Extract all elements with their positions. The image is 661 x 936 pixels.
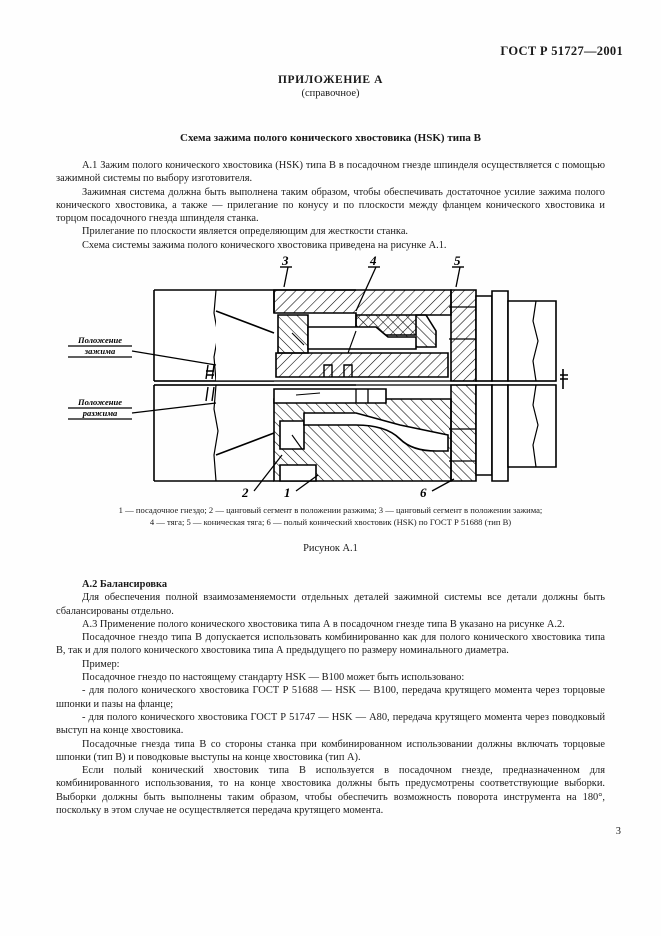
paragraph: А.3 Применение полого конического хвосто… <box>82 618 565 630</box>
callout-4: 4 <box>369 253 377 268</box>
paragraph: Посадочное гнездо типа В допускается исп… <box>56 632 605 657</box>
page-number: 3 <box>615 826 621 837</box>
paragraph: Прилегание по плоскости является определ… <box>82 226 409 238</box>
paragraph: Пример: <box>82 658 120 670</box>
paragraph: А.1 Зажим полого конического хвостовика … <box>56 160 605 185</box>
annex-subtitle: (справочное) <box>301 88 360 99</box>
paragraph: Для обеспечения полной взаимозаменяемост… <box>56 592 605 617</box>
paragraph: Посадочное гнездо по настоящему стандарт… <box>82 672 465 684</box>
section-title: Схема зажима полого конического хвостови… <box>180 132 481 144</box>
figure-caption-line-2: 4 — тяга; 5 — коническая тяга; 6 — полый… <box>149 516 512 527</box>
annex-title: ПРИЛОЖЕНИЕ А <box>277 74 384 86</box>
callout-3: 3 <box>281 253 289 268</box>
body-paragraphs-after-figure: А.2 Балансировка Для обеспечения полной … <box>56 578 605 817</box>
balancing-heading: А.2 Балансировка <box>82 579 168 590</box>
label-unclamped-position-line1: Положение <box>77 397 122 407</box>
paragraph: Схема системы зажима полого конического … <box>82 239 447 251</box>
callout-6: 6 <box>420 485 427 498</box>
paragraph: Зажимная система должна быть выполнена т… <box>56 186 605 225</box>
callout-2: 2 <box>241 485 249 498</box>
paragraph: - для полого конического хвостовика ГОСТ… <box>56 711 605 737</box>
figure-caption-line-1: 1 — посадочное гнездо; 2 — цанговый сегм… <box>118 505 543 515</box>
intro-paragraphs: А.1 Зажим полого конического хвостовика … <box>56 159 605 252</box>
figure-caption: 1 — посадочное гнездо; 2 — цанговый сегм… <box>56 505 605 528</box>
label-clamped-position-line1: Положение <box>77 335 122 345</box>
paragraph: Посадочные гнезда типа В со стороны стан… <box>56 738 605 763</box>
label-unclamped-position-line2: разжима <box>82 408 118 418</box>
label-clamped-position-line2: зажима <box>84 346 116 356</box>
diagram-svg: 3 4 5 2 1 6 Положение зажима Положение <box>68 253 568 498</box>
callout-1: 1 <box>284 485 291 498</box>
paragraph: Если полый конический хвостовик типа В и… <box>56 765 605 817</box>
paragraph: - для полого конического хвостовика ГОСТ… <box>56 685 605 710</box>
callout-5: 5 <box>454 253 461 268</box>
hsk-clamping-diagram: 3 4 5 2 1 6 Положение зажима Положение <box>56 253 605 498</box>
figure-number: Рисунок А.1 <box>303 543 358 554</box>
standard-number-header: ГОСТ Р 51727—2001 <box>500 44 623 58</box>
